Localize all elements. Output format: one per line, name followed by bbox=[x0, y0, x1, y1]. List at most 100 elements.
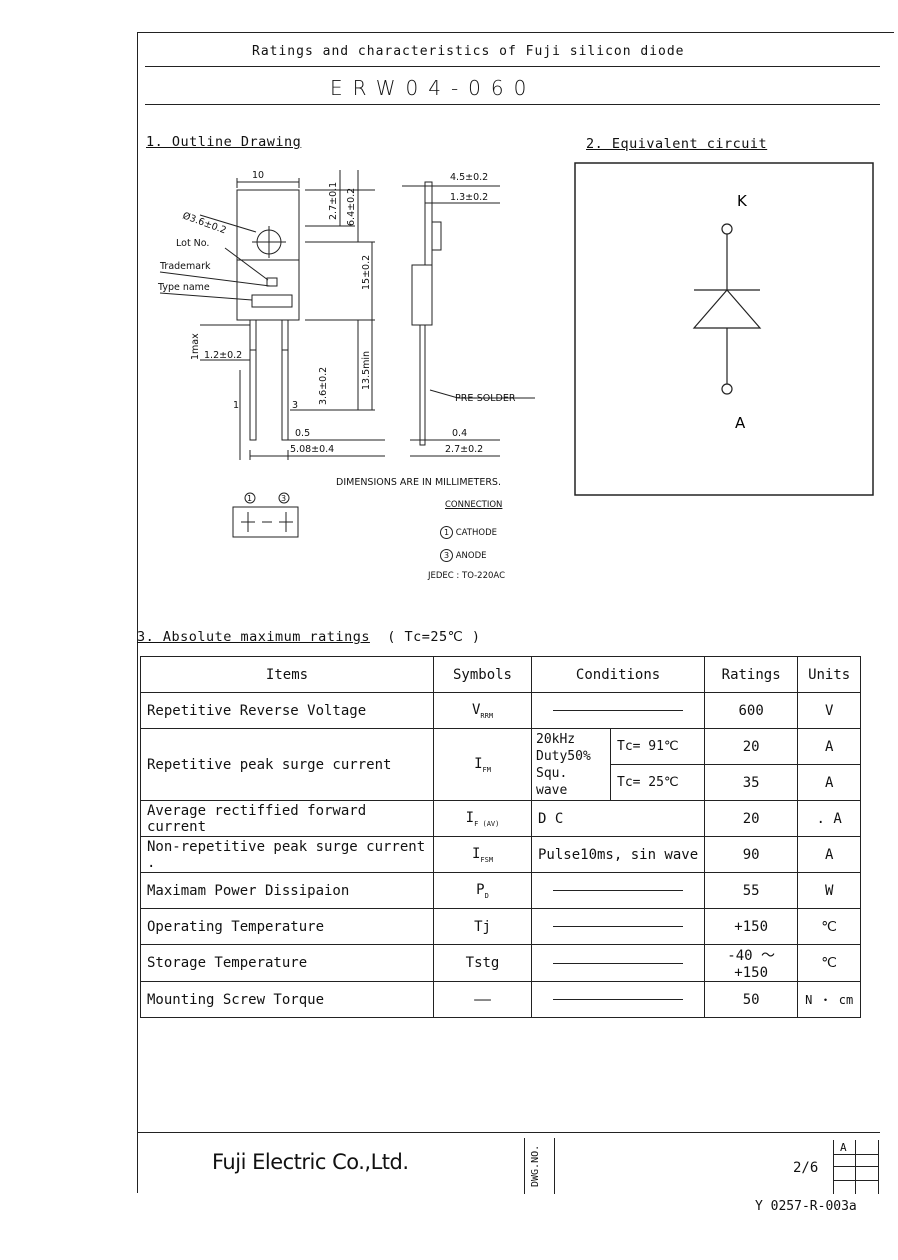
rev-box-mid bbox=[855, 1140, 856, 1194]
dim-s3: 0.4 bbox=[452, 428, 467, 439]
item-cell: Average rectiffied forward current bbox=[140, 800, 434, 837]
condition-cell bbox=[530, 908, 706, 945]
condition-cell: Tc= 25℃ bbox=[609, 764, 706, 801]
outline-heading: 1. Outline Drawing bbox=[146, 134, 302, 150]
dim-s1: 4.5±0.2 bbox=[450, 172, 488, 183]
ratings-table: Items Symbols Conditions Ratings Units R… bbox=[140, 656, 862, 1018]
condition-cell bbox=[530, 692, 706, 729]
document-title: Ratings and characteristics of Fuji sili… bbox=[252, 44, 685, 59]
equivalent-circuit: K A bbox=[574, 162, 874, 496]
rating-cell: 50 bbox=[704, 981, 799, 1018]
side-view-body bbox=[411, 264, 433, 326]
part-number: ERW04-060 bbox=[330, 76, 537, 100]
dim-d3: 15±0.2 bbox=[361, 255, 372, 290]
pin3-label: 3 bbox=[292, 400, 298, 411]
item-cell: Operating Temperature bbox=[140, 908, 434, 945]
unit-cell: A bbox=[797, 764, 862, 801]
dim-hole: Ø3.6±0.2 bbox=[181, 210, 228, 236]
jedec-label: JEDEC : TO-220AC bbox=[428, 571, 506, 581]
rating-cell: 20 bbox=[704, 728, 799, 765]
svg-text:3: 3 bbox=[281, 494, 286, 503]
company-name: Fuji Electric Co.,Ltd. bbox=[212, 1150, 409, 1174]
table-row: Repetitive Reverse Voltage VRRM 600 V bbox=[140, 692, 862, 729]
dim-d8: 5.08±0.4 bbox=[290, 444, 334, 455]
condition-cell: D C bbox=[530, 800, 706, 837]
item-cell: Non-repetitive peak surge current . bbox=[140, 836, 434, 873]
label-trademark: Trademark bbox=[159, 261, 211, 272]
revision-letter: A bbox=[840, 1141, 847, 1154]
dim-d7: 0.5 bbox=[295, 428, 310, 439]
rating-cell: 20 bbox=[704, 800, 799, 837]
rev-box-row3 bbox=[833, 1180, 878, 1181]
table-row: Non-repetitive peak surge current . IFSM… bbox=[140, 836, 862, 873]
symbol-cell: PD bbox=[433, 872, 532, 909]
unit-cell: W bbox=[797, 872, 862, 909]
rating-cell: 90 bbox=[704, 836, 799, 873]
header-conditions: Conditions bbox=[530, 656, 706, 693]
item-cell: Repetitive peak surge current bbox=[140, 728, 434, 801]
pin1-label: 1 bbox=[233, 400, 239, 411]
label-lot: Lot No. bbox=[176, 238, 209, 249]
rev-box-row1 bbox=[833, 1154, 878, 1155]
circuit-heading: 2. Equivalent circuit bbox=[586, 136, 768, 152]
rev-box-left bbox=[833, 1140, 834, 1194]
unit-cell: N ・ cm bbox=[797, 981, 862, 1018]
symbol-cell: Tstg bbox=[433, 944, 532, 982]
dwg-no-label: DWG.NO. bbox=[530, 1144, 541, 1187]
symbol-cell: VRRM bbox=[433, 692, 532, 729]
anode-label: A bbox=[735, 414, 746, 432]
table-row: Storage Temperature Tstg -40 ～+150 ℃ bbox=[140, 944, 862, 982]
page-number: 2/6 bbox=[793, 1160, 819, 1176]
rating-cell: 35 bbox=[704, 764, 799, 801]
rev-box-right bbox=[878, 1140, 879, 1194]
document-number: Y 0257-R-003a bbox=[755, 1199, 857, 1214]
connection-item-anode: 3 ANODE bbox=[440, 549, 486, 562]
symbol-cell: Tj bbox=[433, 908, 532, 945]
table-row: Maximam Power Dissipaion PD 55 W bbox=[140, 872, 862, 909]
rev-box-row2 bbox=[833, 1166, 878, 1167]
condition-cell: 20kHz Duty50% Squ. wave bbox=[531, 728, 611, 801]
package-outline bbox=[236, 189, 300, 321]
condition-cell bbox=[530, 872, 706, 909]
dim-d4: 1.2±0.2 bbox=[204, 350, 242, 361]
footer-divider bbox=[137, 1132, 880, 1133]
dim-d1: 2.7±0.1 bbox=[328, 182, 339, 220]
condition-cell bbox=[530, 981, 706, 1018]
footer-sep-left bbox=[524, 1138, 525, 1194]
title-rule bbox=[145, 66, 880, 67]
table-header-row: Items Symbols Conditions Ratings Units bbox=[140, 656, 862, 693]
unit-cell: A bbox=[797, 728, 862, 765]
unit-cell: A bbox=[797, 836, 862, 873]
condition-cell: Tc= 91℃ bbox=[609, 728, 706, 765]
item-cell: Repetitive Reverse Voltage bbox=[140, 692, 434, 729]
footer-sep-right bbox=[554, 1138, 555, 1194]
table-row: Operating Temperature Tj +150 ℃ bbox=[140, 908, 862, 945]
dim-d2: 6.4±0.2 bbox=[346, 188, 357, 226]
item-cell: Mounting Screw Torque bbox=[140, 981, 434, 1018]
pin-diagram bbox=[232, 506, 299, 538]
header-items: Items bbox=[140, 656, 434, 693]
table-row: Repetitive peak surge current IFM 20kHz … bbox=[140, 728, 862, 801]
page-frame bbox=[137, 32, 894, 1193]
rating-cell: 600 bbox=[704, 692, 799, 729]
condition-cell: Pulse10ms, sin wave bbox=[530, 836, 706, 873]
label-pre-solder: PRE-SOLDER bbox=[455, 393, 516, 404]
header-units: Units bbox=[797, 656, 862, 693]
unit-cell: ℃ bbox=[797, 944, 862, 982]
dim-s4: 2.7±0.2 bbox=[445, 444, 483, 455]
item-cell: Maximam Power Dissipaion bbox=[140, 872, 434, 909]
symbol-cell: —— bbox=[433, 981, 532, 1018]
header-ratings: Ratings bbox=[704, 656, 799, 693]
unit-cell: V bbox=[797, 692, 862, 729]
dimensions-note: DIMENSIONS ARE IN MILLIMETERS. bbox=[336, 477, 501, 488]
connection-item-cathode: 1 CATHODE bbox=[440, 526, 497, 539]
ratings-heading: 3. Absolute maximum ratings ( Tc=25℃ ) bbox=[137, 629, 481, 645]
label-type-name: Type name bbox=[157, 282, 210, 293]
dim-width: 10 bbox=[252, 170, 264, 181]
rating-cell: +150 bbox=[704, 908, 799, 945]
condition-cell bbox=[530, 944, 706, 982]
cathode-label: K bbox=[737, 192, 748, 210]
table-row: Tc= 25℃ 35 A bbox=[141, 764, 862, 801]
header-symbols: Symbols bbox=[433, 656, 532, 693]
table-row: Mounting Screw Torque —— 50 N ・ cm bbox=[140, 981, 862, 1018]
